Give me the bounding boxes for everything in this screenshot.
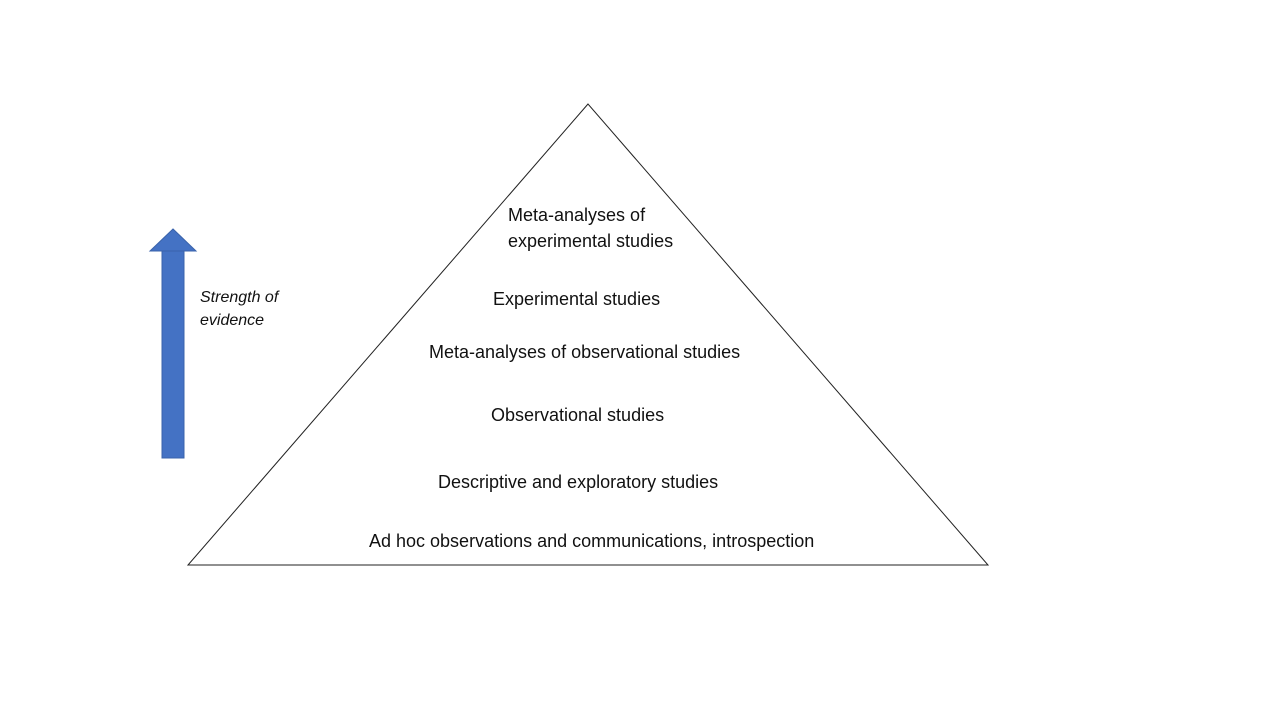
tier-meta-analyses-observational: Meta-analyses of observational studies — [429, 342, 741, 362]
tier-descriptive-exploratory: Descriptive and exploratory studies — [438, 472, 719, 492]
strength-of-evidence-label: Strength of evidence — [200, 289, 279, 329]
tier-observational-studies: Observational studies — [491, 405, 665, 425]
tier-experimental-studies: Experimental studies — [493, 289, 661, 309]
strength-arrow — [148, 228, 198, 459]
tier-ad-hoc-observations: Ad hoc observations and communications, … — [369, 531, 815, 551]
tier-meta-analyses-experimental: Meta-analyses of experimental studies — [508, 205, 674, 251]
strength-arrow-head — [148, 228, 198, 252]
strength-arrow-shaft — [161, 250, 185, 459]
pyramid-triangle — [186, 103, 990, 566]
